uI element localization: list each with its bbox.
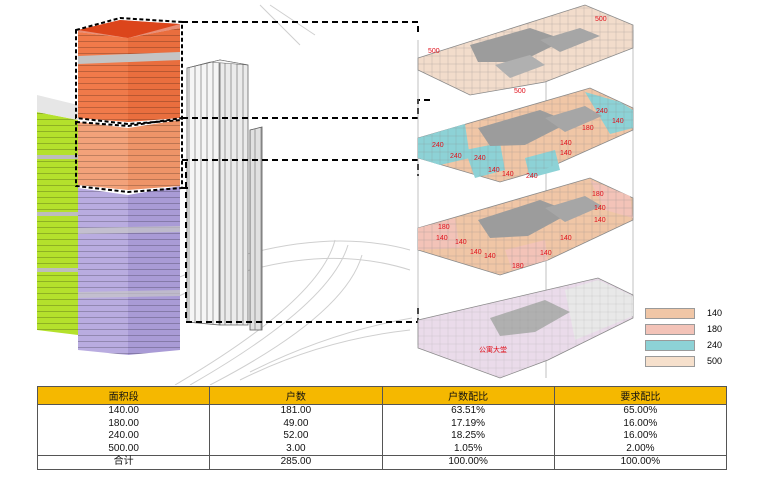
table-cell: 181.00 bbox=[209, 404, 383, 418]
legend-label: 500 bbox=[707, 356, 723, 366]
table-row: 500.00 3.00 1.05% 2.00% bbox=[36, 442, 728, 456]
table-cell: 16.00% bbox=[553, 417, 728, 430]
floor-plan-500: 500 500 500 bbox=[417, 4, 634, 96]
floor-label: 140 bbox=[560, 140, 572, 147]
table-cell: 18.25% bbox=[381, 430, 555, 443]
floor-label: 240 bbox=[450, 153, 462, 160]
legend: 140 180 240 500 bbox=[645, 305, 755, 369]
column-header: 面积段 bbox=[36, 386, 211, 405]
floor-label: 500 bbox=[514, 88, 526, 95]
table-cell: 500.00 bbox=[36, 442, 211, 456]
floor-label: 240 bbox=[596, 108, 608, 115]
floor-label: 180 bbox=[512, 263, 524, 270]
floor-label: 140 bbox=[612, 118, 624, 125]
table-total-row: 合计 285.00 100.00% 100.00% bbox=[36, 455, 728, 470]
floor-label: 180 bbox=[582, 125, 594, 132]
floor-label: 140 bbox=[470, 249, 482, 256]
floor-plan-140-180: 180 140 140 140 140 180 140 140 180 140 … bbox=[417, 177, 634, 276]
legend-swatch bbox=[645, 339, 695, 351]
table-cell: 合计 bbox=[36, 455, 211, 470]
table-row: 240.00 52.00 18.25% 16.00% bbox=[36, 430, 728, 443]
table-cell: 180.00 bbox=[36, 417, 211, 430]
floor-label: 140 bbox=[484, 253, 496, 260]
table-cell: 16.00% bbox=[553, 430, 728, 443]
floor-label: 240 bbox=[474, 155, 486, 162]
white-tower bbox=[186, 59, 263, 331]
floor-label: 140 bbox=[502, 171, 514, 178]
green-building bbox=[37, 95, 78, 335]
table-cell: 285.00 bbox=[209, 455, 383, 470]
legend-item: 500 bbox=[645, 353, 755, 369]
floor-label: 140 bbox=[594, 205, 606, 212]
floor-label: 140 bbox=[540, 250, 552, 257]
legend-label: 140 bbox=[707, 308, 723, 318]
table-cell: 100.00% bbox=[553, 455, 728, 470]
floor-label: 180 bbox=[592, 191, 604, 198]
legend-label: 180 bbox=[707, 324, 723, 334]
legend-swatch bbox=[645, 307, 695, 319]
table-cell: 100.00% bbox=[381, 455, 555, 470]
floor-label: 500 bbox=[428, 48, 440, 55]
legend-item: 180 bbox=[645, 321, 755, 337]
floor-label: 240 bbox=[526, 173, 538, 180]
floor-label: 500 bbox=[595, 16, 607, 23]
lobby-label: 公寓大堂 bbox=[479, 345, 507, 354]
floor-label: 140 bbox=[560, 150, 572, 157]
floor-label: 140 bbox=[455, 239, 467, 246]
mid-tower-section bbox=[78, 120, 180, 190]
table-cell: 17.19% bbox=[381, 417, 555, 430]
floor-label: 140 bbox=[560, 235, 572, 242]
column-header: 户数配比 bbox=[381, 386, 555, 405]
tower-floor-plan-diagram: 500 500 500 240 240 240 240 240 140 140 … bbox=[37, 4, 634, 385]
table-row: 140.00 181.00 63.51% 65.00% bbox=[36, 404, 728, 418]
table-cell: 52.00 bbox=[209, 430, 383, 443]
table-row: 180.00 49.00 17.19% 16.00% bbox=[36, 417, 728, 430]
table-cell: 3.00 bbox=[209, 442, 383, 456]
floor-plan-lobby: 公寓大堂 bbox=[417, 277, 634, 379]
floor-label: 140 bbox=[594, 217, 606, 224]
unit-mix-table: 面积段 户数 户数配比 要求配比 140.00 181.00 63.51% 65… bbox=[36, 386, 728, 470]
table-cell: 49.00 bbox=[209, 417, 383, 430]
column-header: 要求配比 bbox=[553, 386, 728, 405]
legend-swatch bbox=[645, 323, 695, 335]
legend-item: 240 bbox=[645, 337, 755, 353]
floor-label: 180 bbox=[438, 224, 450, 231]
legend-item: 140 bbox=[645, 305, 755, 321]
top-tower-section bbox=[78, 20, 180, 122]
legend-label: 240 bbox=[707, 340, 723, 350]
floor-label: 240 bbox=[432, 142, 444, 149]
floor-label: 140 bbox=[488, 167, 500, 174]
table-header-row: 面积段 户数 户数配比 要求配比 bbox=[36, 386, 728, 405]
table-cell: 140.00 bbox=[36, 404, 211, 418]
table-cell: 65.00% bbox=[553, 404, 728, 418]
floor-label: 140 bbox=[436, 235, 448, 242]
legend-swatch bbox=[645, 355, 695, 367]
table-cell: 240.00 bbox=[36, 430, 211, 443]
purple-tower-section bbox=[78, 186, 180, 355]
column-header: 户数 bbox=[209, 386, 383, 405]
table-cell: 2.00% bbox=[553, 442, 728, 456]
floor-plan-240: 240 240 240 240 240 140 140 140 140 140 … bbox=[417, 87, 634, 183]
table-cell: 1.05% bbox=[381, 442, 555, 456]
table-cell: 63.51% bbox=[381, 404, 555, 418]
